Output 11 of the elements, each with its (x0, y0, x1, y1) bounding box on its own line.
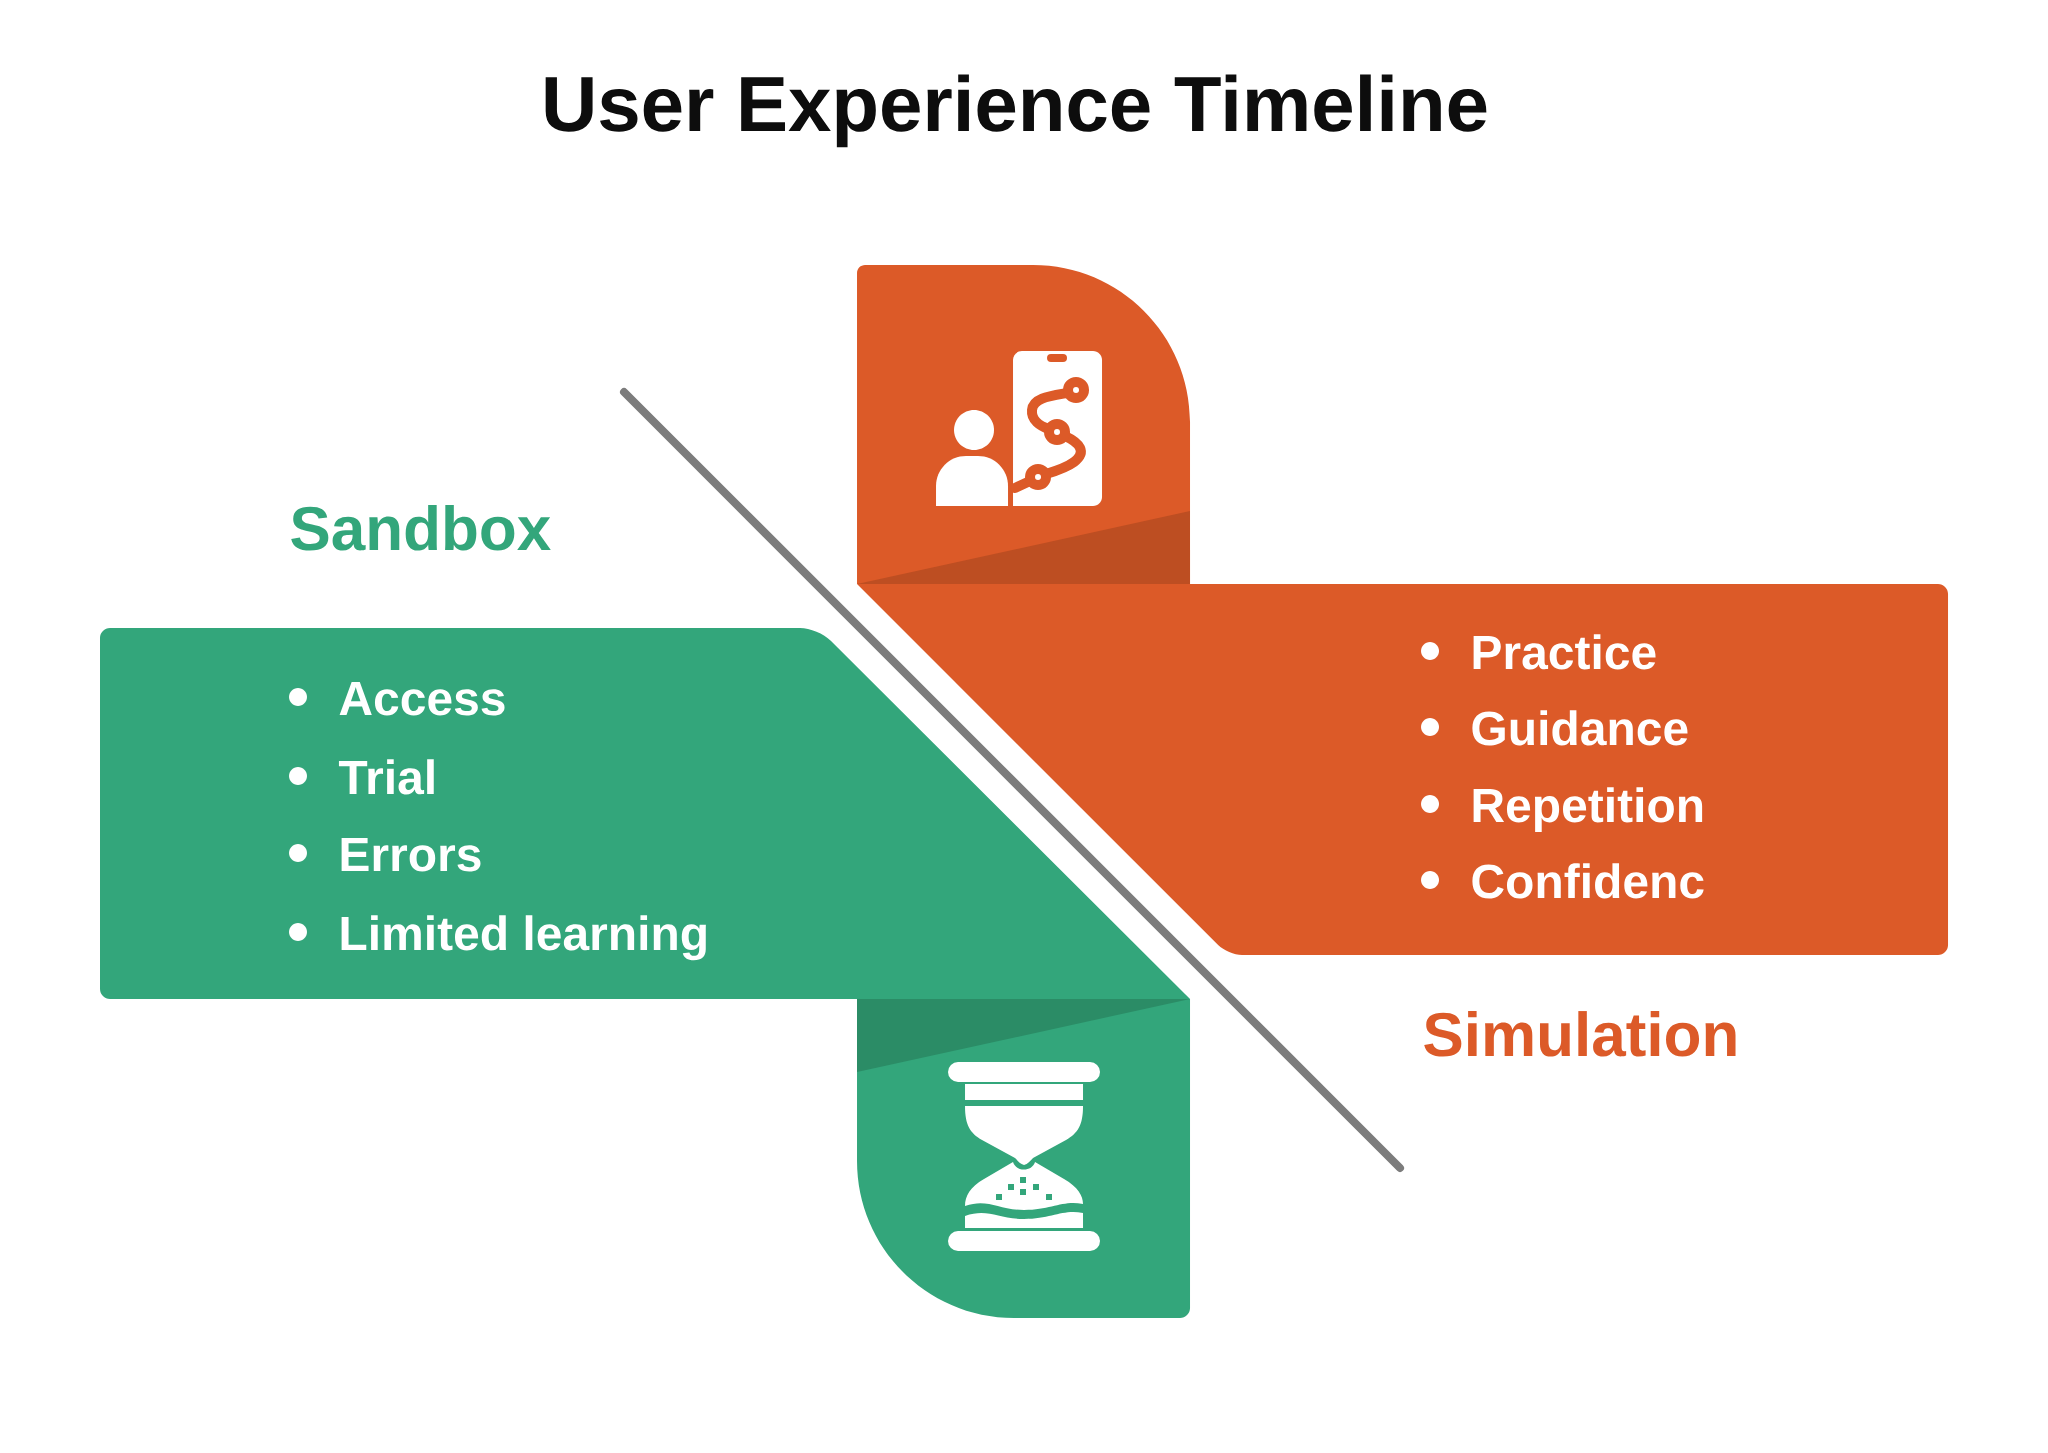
list-item: Access (339, 682, 505, 716)
title: User Experience Timeline (545, 74, 1487, 148)
list-item: Guidance (1472, 710, 1688, 746)
list-item: Confidenc (1472, 863, 1704, 899)
list-item: Repetition (1473, 787, 1703, 832)
list-item: Limited learning (341, 915, 706, 961)
heading: Simulation (1424, 1011, 1736, 1057)
list-item: Errors (341, 838, 481, 872)
list-item: Trial (338, 759, 434, 795)
heading: Sandbox (291, 505, 551, 551)
list-item: Practice (1473, 634, 1656, 670)
